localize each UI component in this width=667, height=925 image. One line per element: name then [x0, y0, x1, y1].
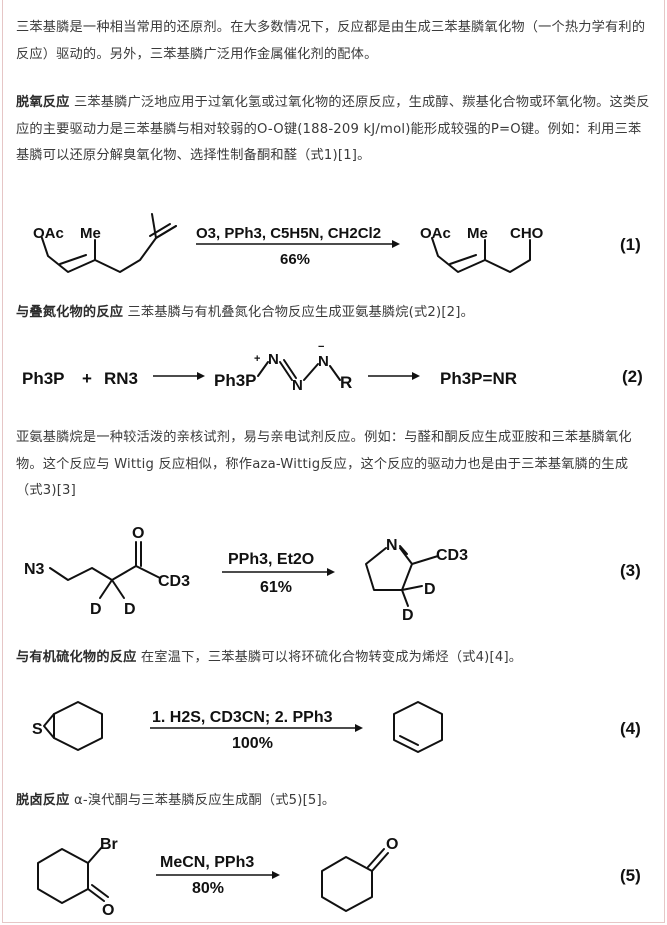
deoxy-heading: 脱氧反应 — [16, 95, 70, 110]
eq5-conditions: MeCN, PPh3 — [160, 854, 254, 871]
eq5-sm-o: O — [102, 902, 114, 919]
eq4-yield: 100% — [232, 735, 273, 752]
eq4-number: (4) — [620, 719, 641, 738]
eq3-sm-d-bonds — [99, 579, 125, 599]
eq1-sm-me: Me — [80, 225, 101, 242]
azide-paragraph: 与叠氮化物的反应 三苯基膦与有机叠氮化合物反应生成亚氨基膦烷(式2)[2]。 — [16, 300, 652, 327]
imino-paragraph: 亚氨基膦烷是一种较活泼的亲核试剂，易与亲电试剂反应。例如：与醛和酮反应生成亚胺和… — [16, 425, 652, 505]
deoxy-text: 三苯基膦广泛地应用于过氧化氢或过氧化物的还原反应，生成醇、羰基化合物或环氧化物。… — [16, 95, 650, 163]
eq3-pr-d1: D — [424, 581, 436, 598]
intro-text: 三苯基膦是一种相当常用的还原剂。在大多数情况下，反应都是由生成三苯基膦氧化物（一… — [16, 20, 646, 62]
eq5-sm-ring — [37, 848, 89, 904]
eq3-sm-n3: N3 — [24, 561, 45, 578]
sulfur-heading: 与有机硫化物的反应 — [16, 650, 137, 665]
equation-5: Br O MeCN, PPh3 80% O (5) — [0, 825, 667, 923]
eq1-sm-double-bond — [59, 254, 87, 265]
eq2-charge-minus: − — [318, 341, 324, 353]
eq2-n3: N — [318, 353, 329, 370]
eq2-intermediate-bonds — [257, 359, 341, 381]
eq1-pr-skeleton — [431, 237, 531, 273]
eq5-pr-ring — [321, 856, 373, 912]
eq2-reagent1: Ph3P — [22, 369, 65, 388]
eq3-pr-d2: D — [402, 607, 414, 624]
eq3-number: (3) — [620, 561, 641, 580]
eq1-arrowhead — [392, 240, 400, 248]
eq3-sm-d1: D — [90, 601, 102, 618]
eq5-number: (5) — [620, 866, 641, 885]
eq2-intermediate-r: R — [340, 373, 352, 392]
eq5-arrowhead — [272, 871, 280, 879]
eq4-arrowhead — [355, 724, 363, 732]
eq5-sm-substituents — [87, 846, 109, 902]
eq3-yield: 61% — [260, 579, 292, 596]
imino-text: 亚氨基膦烷是一种较活泼的亲核试剂，易与亲电试剂反应。例如：与醛和酮反应生成亚胺和… — [16, 430, 632, 498]
eq2-intermediate-p: Ph3P — [214, 371, 257, 390]
eq5-pr-carbonyl — [367, 848, 389, 872]
eq3-pr-d-bond — [401, 585, 423, 607]
eq2-arrowhead1 — [197, 372, 205, 380]
equation-1: OAc Me O3, PPh3, C5H5N, CH2Cl2 66% OAc M… — [0, 198, 667, 298]
eq5-yield: 80% — [192, 880, 224, 897]
equation-3: N3 O CD3 D D PPh3, Et2O 61% N CD3 D D (3… — [0, 520, 667, 632]
eq3-pr-ring — [365, 545, 439, 591]
eq2-number: (2) — [622, 367, 643, 386]
dehalo-heading: 脱卤反应 — [16, 793, 70, 808]
eq2-product: Ph3P=NR — [440, 369, 517, 388]
eq2-arrowhead2 — [412, 372, 420, 380]
equation-2: Ph3P + RN3 Ph3P + N N N − R Ph3P=NR (2) — [0, 340, 667, 410]
dehalo-text: α-溴代酮与三苯基膦反应生成酮（式5)[5]。 — [73, 793, 336, 808]
eq1-yield: 66% — [280, 251, 310, 268]
eq1-pr-double-bond — [449, 254, 477, 265]
eq2-n1: N — [268, 351, 279, 368]
eq5-pr-o: O — [386, 836, 398, 853]
eq3-sm-d2: D — [124, 601, 136, 618]
dehalo-paragraph: 脱卤反应 α-溴代酮与三苯基膦反应生成酮（式5)[5]。 — [16, 788, 652, 815]
sulfur-paragraph: 与有机硫化物的反应 在室温下，三苯基膦可以将环硫化合物转变成为烯烃（式4)[4]… — [16, 645, 652, 672]
eq5-sm-br: Br — [100, 836, 118, 853]
eq3-sm-skeleton — [49, 541, 161, 581]
eq3-sm-o: O — [132, 525, 144, 542]
eq1-pr-cho: CHO — [510, 225, 544, 242]
equation-4: S 1. H2S, CD3CN; 2. PPh3 100% (4) — [0, 690, 667, 770]
eq2-n2: N — [292, 377, 303, 394]
eq4-sm-epi-ring — [43, 713, 55, 739]
sulfur-text: 在室温下，三苯基膦可以将环硫化合物转变成为烯烃（式4)[4]。 — [140, 650, 523, 665]
eq1-number: (1) — [620, 235, 641, 254]
deoxy-paragraph: 脱氧反应 三苯基膦广泛地应用于过氧化氢或过氧化物的还原反应，生成醇、羰基化合物或… — [16, 90, 652, 170]
eq4-sm-s: S — [32, 721, 43, 738]
eq3-sm-cd3: CD3 — [158, 573, 190, 590]
eq3-pr-cd3: CD3 — [436, 547, 468, 564]
eq1-conditions: O3, PPh3, C5H5N, CH2Cl2 — [196, 225, 381, 242]
eq1-pr-oac: OAc — [420, 225, 451, 242]
eq4-pr-double-bond — [399, 735, 419, 746]
eq2-charge-plus: + — [254, 353, 260, 365]
eq4-conditions: 1. H2S, CD3CN; 2. PPh3 — [152, 709, 333, 726]
eq3-arrowhead — [327, 568, 335, 576]
eq3-pr-n: N — [386, 537, 398, 554]
eq1-sm-terminal-alkene — [149, 223, 177, 239]
azide-text: 三苯基膦与有机叠氮化合物反应生成亚氨基膦烷(式2)[2]。 — [127, 305, 474, 320]
azide-heading: 与叠氮化物的反应 — [16, 305, 124, 320]
eq1-sm-oac: OAc — [33, 225, 64, 242]
eq3-conditions: PPh3, Et2O — [228, 551, 314, 568]
eq4-pr-ring — [393, 701, 443, 753]
eq4-sm-cyclohexane — [53, 701, 103, 751]
eq2-plus: + — [82, 369, 92, 388]
eq2-reagent2: RN3 — [104, 369, 138, 388]
intro-paragraph: 三苯基膦是一种相当常用的还原剂。在大多数情况下，反应都是由生成三苯基膦氧化物（一… — [16, 15, 652, 68]
eq1-pr-me: Me — [467, 225, 488, 242]
